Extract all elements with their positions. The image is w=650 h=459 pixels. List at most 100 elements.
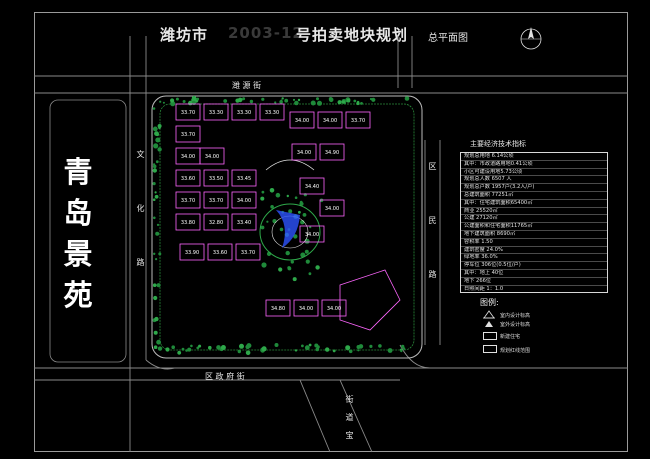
building-block [319, 199, 345, 217]
tree-mark [152, 283, 157, 288]
tree-mark [153, 143, 159, 149]
building-block [175, 169, 201, 187]
tree-mark [175, 97, 179, 101]
building-elevation-label: 33.30 [209, 110, 223, 116]
green-space [152, 95, 410, 356]
tree-mark [304, 345, 310, 351]
tree-mark [270, 205, 274, 209]
building-elevation-label: 33.50 [209, 176, 223, 182]
road-label-east: 区 民 路 [428, 162, 437, 279]
road-label-west: 文 化 路 [136, 150, 145, 267]
tree-mark [387, 348, 393, 353]
tree-mark [155, 231, 160, 236]
tree-mark [308, 343, 312, 347]
tree-mark [286, 194, 289, 198]
site-boundary [151, 95, 423, 359]
tech-table-row: 公建面积和住宅面积11765㎡ [461, 223, 607, 231]
tree-mark [153, 216, 156, 220]
tech-table-row: 日照间距 1：1.0 [464, 285, 504, 292]
tech-table-row: 规划总用地 6.14公顷 [461, 153, 607, 161]
tree-mark [371, 97, 376, 102]
building-block [175, 125, 201, 143]
tech-table: 规划总用地 6.14公顷其中：市政道路用地0.41公顷小区可建设用地5.73公顷… [460, 152, 608, 294]
road-label-bottom: 区 政 府 街 [205, 372, 245, 381]
tree-mark [182, 100, 186, 103]
building-elevation-label: 34.00 [297, 150, 311, 156]
tech-table-row: 其中：住宅建筑面积65400㎡ [461, 200, 607, 208]
building-elevation-label: 33.60 [181, 176, 195, 182]
tree-mark [152, 126, 158, 132]
tree-mark [279, 100, 283, 104]
tree-mark [278, 267, 283, 272]
building-block [175, 103, 201, 121]
building-elevation-label: 33.60 [213, 250, 227, 256]
building-elevation-label: 33.30 [265, 110, 279, 116]
tree-mark [316, 97, 319, 101]
tech-table-row: 其中：地上 40位 [461, 270, 607, 278]
tree-mark [402, 347, 406, 350]
title-year: 2003-12 [228, 24, 304, 42]
legend-item-indoor: 室内设计标高 [500, 313, 531, 319]
tree-mark [294, 196, 298, 199]
tree-mark [187, 347, 192, 352]
tree-mark [190, 344, 193, 348]
tree-mark [260, 225, 265, 230]
building-block [207, 243, 233, 261]
tree-mark [304, 238, 310, 244]
tree-mark [281, 97, 284, 100]
tree-mark [404, 96, 410, 101]
tree-mark [316, 345, 319, 348]
building-block [175, 213, 201, 231]
tech-table-row: 规划总人数 6507 人 [461, 176, 607, 185]
building-block [231, 169, 257, 187]
tree-mark [274, 343, 279, 347]
tree-mark [162, 101, 165, 104]
tree-mark [196, 346, 200, 350]
building-block [203, 103, 229, 121]
tree-mark [272, 219, 277, 224]
elevation-marker-icon [483, 310, 495, 319]
tree-mark [156, 283, 161, 288]
tree-mark [154, 191, 157, 194]
road-label-south: 街 道 宝 [345, 395, 354, 440]
tree-mark [284, 98, 289, 103]
tree-mark [345, 345, 351, 351]
building-block [317, 111, 343, 129]
tree-mark [293, 234, 298, 239]
tree-mark [290, 260, 294, 264]
tree-mark [177, 350, 182, 355]
tree-mark [155, 132, 159, 137]
building-block [291, 143, 317, 161]
tree-mark [275, 192, 281, 198]
tree-mark [242, 97, 246, 101]
tree-mark [346, 98, 351, 103]
building-elevation-label: 34.00 [181, 154, 195, 160]
tree-mark [208, 345, 212, 350]
building-block [203, 169, 229, 187]
tree-mark [260, 196, 265, 201]
legend-item-house: 新建住宅 [500, 334, 521, 340]
building-block [231, 191, 257, 209]
tree-mark [305, 259, 310, 264]
drawing-subtitle: 总平面图 [428, 33, 468, 44]
tree-mark [153, 330, 158, 335]
building-elevation-label: 34.00 [237, 198, 251, 204]
building-elevation-label: 34.00 [299, 306, 313, 312]
building-elevation-label: 34.00 [323, 118, 337, 124]
building-block [265, 299, 291, 317]
building-elevation-label: 33.45 [237, 176, 251, 182]
tree-mark [261, 262, 267, 268]
tree-mark [297, 98, 301, 102]
building-block [179, 243, 205, 261]
building-block [203, 213, 229, 231]
tree-mark [171, 345, 175, 350]
tree-mark [159, 100, 162, 103]
tree-mark [308, 272, 312, 276]
building-elevation-label: 34.40 [305, 184, 319, 190]
building-block [299, 177, 325, 195]
tree-mark [301, 344, 304, 348]
building-block [289, 111, 315, 129]
tree-mark [239, 343, 244, 349]
